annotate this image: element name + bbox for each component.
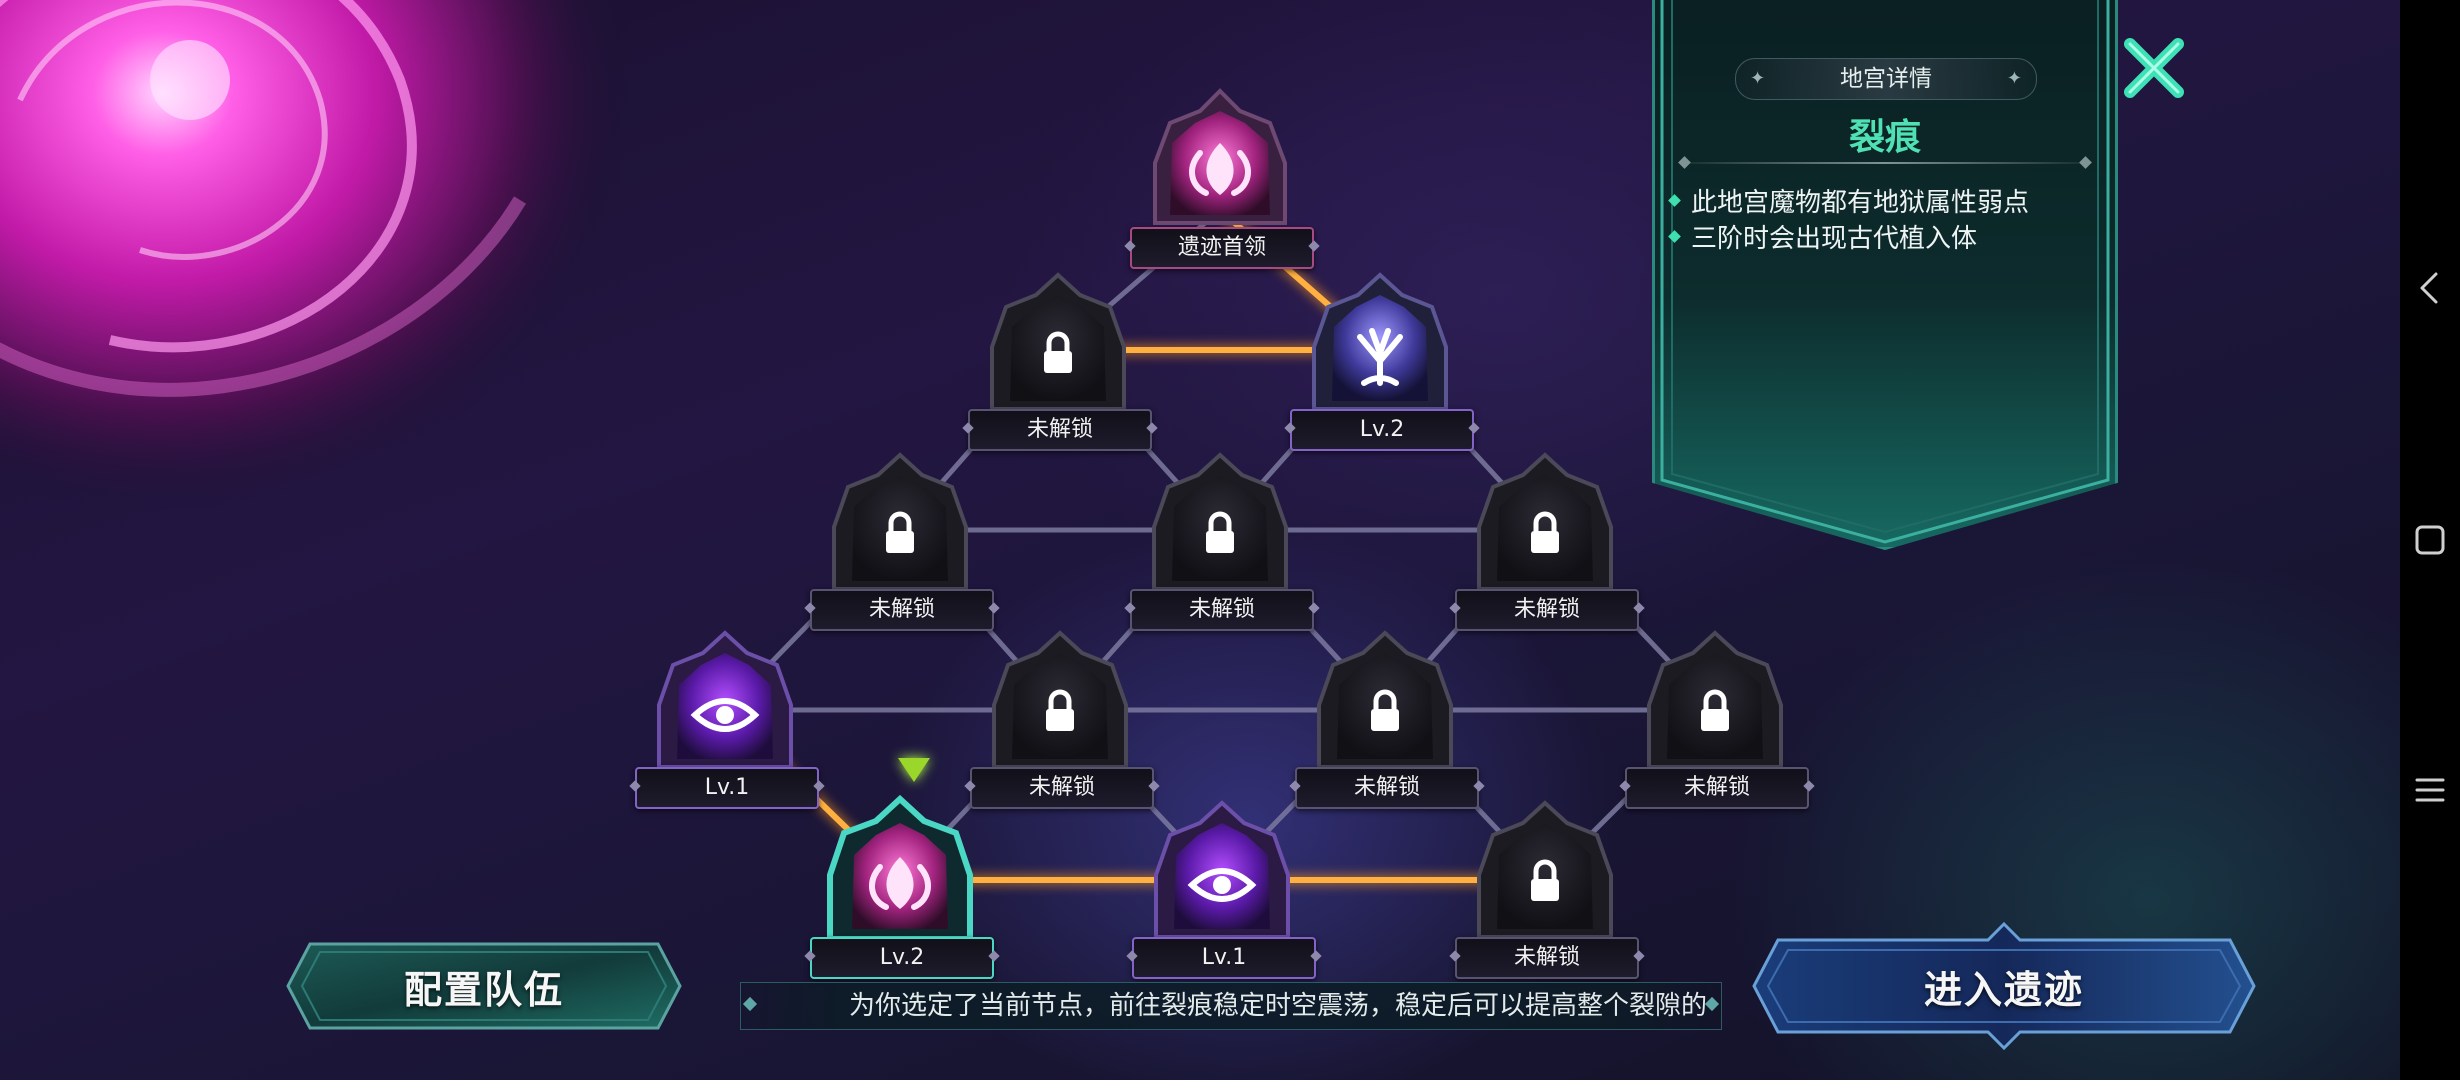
home-icon[interactable]	[2400, 510, 2460, 570]
lock-icon	[992, 630, 1128, 769]
back-icon[interactable]	[2400, 258, 2460, 318]
detail-line: 此地宫魔物都有地狱属性弱点	[1670, 182, 2029, 219]
panel-divider	[1680, 162, 2090, 164]
enter-ruins-label: 进入遗迹	[1923, 967, 2084, 1012]
node-label: 未解锁	[1295, 767, 1479, 809]
current-position-marker-icon	[898, 758, 930, 782]
lock-icon	[832, 452, 968, 591]
system-nav-bar	[2400, 0, 2460, 1080]
node-locked[interactable]: 未解锁	[960, 623, 1160, 813]
node-label: 未解锁	[1130, 589, 1314, 631]
node-locked[interactable]: 未解锁	[1445, 793, 1645, 983]
node-locked[interactable]: 未解锁	[1120, 445, 1320, 635]
button-frame	[1752, 921, 2256, 1051]
node-locked[interactable]: 未解锁	[1285, 623, 1485, 813]
node-boss[interactable]: 遗迹首领	[1120, 83, 1320, 273]
node-label: 未解锁	[970, 767, 1154, 809]
node-locked[interactable]: 未解锁	[1615, 623, 1815, 813]
node-label: Lv.1	[635, 767, 819, 809]
lock-icon	[990, 272, 1126, 411]
node-locked[interactable]: 未解锁	[1445, 445, 1645, 635]
node-label: Lv.1	[1132, 937, 1316, 979]
node-locked[interactable]: 未解锁	[958, 265, 1158, 455]
node-locked[interactable]: 未解锁	[800, 445, 1000, 635]
panel-header: 地宫详情	[1735, 58, 2037, 100]
lock-icon	[1477, 452, 1613, 591]
dungeon-name: 裂痕	[1848, 117, 1921, 158]
tip-marquee: 为你选定了当前节点，前往裂痕稳定时空震荡，稳定后可以提高整个裂隙的	[740, 982, 1722, 1030]
eye-icon	[1154, 800, 1290, 939]
node-label: 未解锁	[810, 589, 994, 631]
menu-icon[interactable]	[2400, 760, 2460, 820]
tree-icon	[1312, 272, 1448, 411]
node-boss-label: 遗迹首领	[1130, 227, 1314, 269]
node-tree[interactable]: Lv.2	[1280, 265, 1480, 455]
configure-team-label: 配置队伍	[403, 967, 564, 1012]
lock-icon	[1477, 800, 1613, 939]
eye-icon	[657, 630, 793, 769]
enter-ruins-button[interactable]: 进入遗迹	[1748, 920, 2260, 1052]
button-frame	[286, 942, 682, 1030]
node-eye[interactable]: Lv.1	[625, 623, 825, 813]
node-label: 未解锁	[1455, 937, 1639, 979]
configure-team-button[interactable]: 配置队伍	[282, 938, 686, 1034]
flame-icon	[1153, 88, 1287, 225]
lock-icon	[1317, 630, 1453, 769]
node-label: 未解锁	[1625, 767, 1809, 809]
node-eye[interactable]: Lv.1	[1122, 793, 1322, 983]
node-label: 未解锁	[1455, 589, 1639, 631]
game-screen: 遗迹首领 未解锁 Lv.2 未解锁	[0, 0, 2400, 1080]
node-selected[interactable]: Lv.2	[800, 793, 1000, 983]
node-label: Lv.2	[810, 937, 994, 979]
detail-line: 三阶时会出现古代植入体	[1670, 218, 1977, 255]
flame-icon	[827, 794, 973, 942]
node-label: 未解锁	[968, 409, 1152, 451]
tip-text: 为你选定了当前节点，前往裂痕稳定时空震荡，稳定后可以提高整个裂隙的	[848, 991, 1707, 1021]
close-x-icon[interactable]	[2122, 36, 2186, 100]
node-label: Lv.2	[1290, 409, 1474, 451]
